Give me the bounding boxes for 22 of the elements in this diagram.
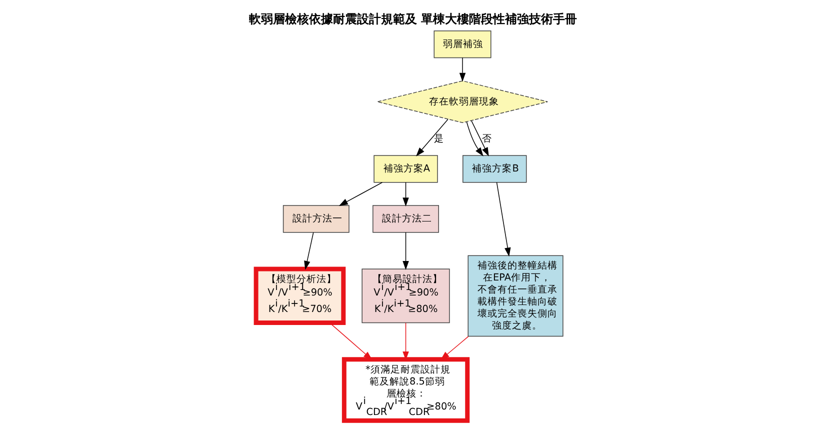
arrow	[402, 182, 408, 207]
node-box: 補強方案A	[373, 155, 438, 183]
edge-label: 是	[434, 134, 444, 145]
arrow	[466, 121, 483, 156]
arrow	[416, 119, 448, 156]
arrow	[304, 232, 314, 270]
node-box: 補強後的整幢結構在EPA作用下，不會有任一垂直承載構件發生軸向破壞或完全喪失側向強度之虞。	[467, 255, 563, 337]
edge-label: 否	[481, 134, 492, 145]
arrow	[402, 322, 408, 360]
arrow	[338, 182, 382, 206]
node-box: 弱層補強	[433, 30, 491, 58]
node-diamond: 存在軟弱層現象	[376, 80, 548, 124]
arrow	[402, 232, 408, 270]
arrow	[496, 182, 510, 257]
node-box: 設計方法一	[282, 205, 349, 233]
arrow	[458, 57, 466, 82]
node-box: 補強方案B	[462, 155, 526, 183]
arrow	[470, 120, 488, 156]
diagram-title: 軟弱層檢核依據耐震設計規範及 單棟大樓階段性補強技術手冊	[248, 12, 577, 26]
arrow	[328, 322, 372, 360]
node-box: 設計方法二	[372, 205, 438, 233]
arrow	[440, 336, 468, 360]
